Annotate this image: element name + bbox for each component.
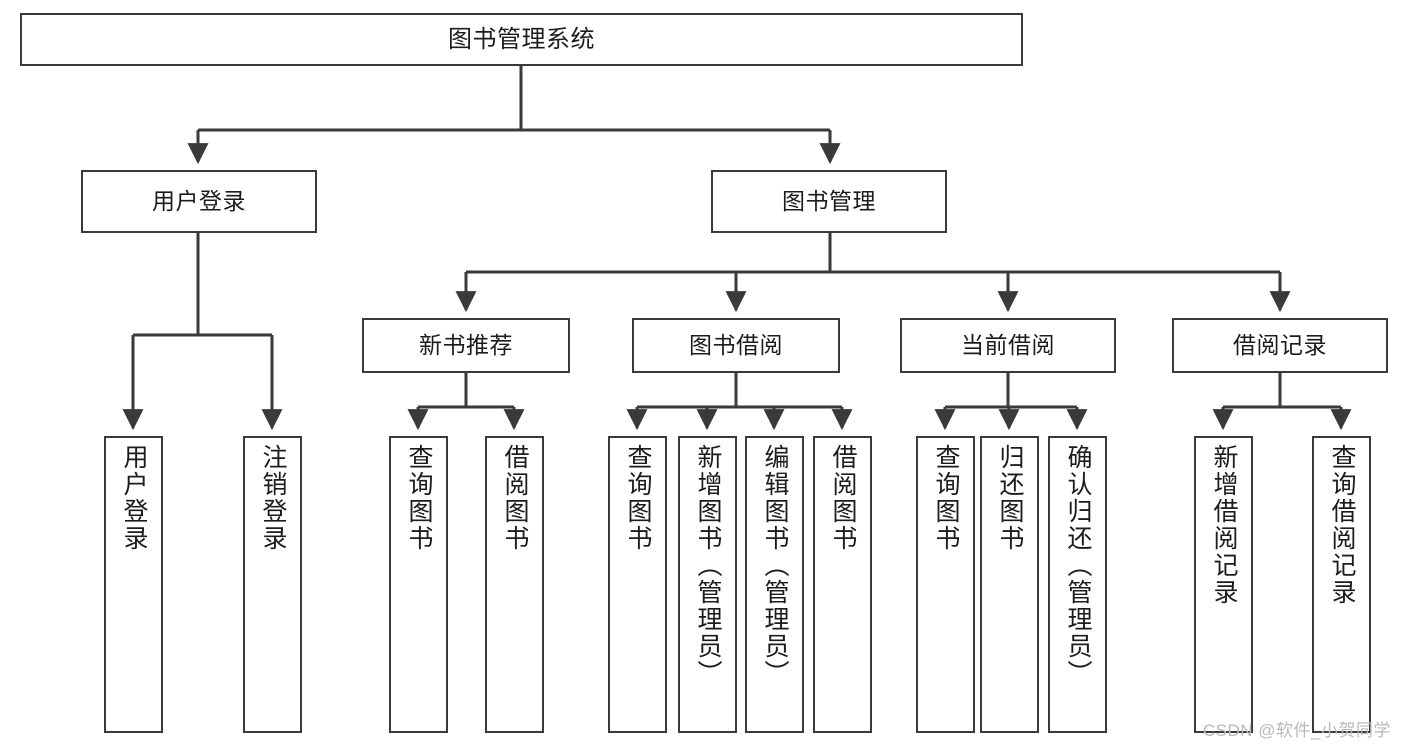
node-label: 图书管理	[782, 188, 876, 215]
node-label: 借阅记录	[1233, 332, 1327, 359]
leaf-borrow-record-query-record[interactable]: 查询借阅记录	[1312, 436, 1371, 733]
node-label: 借阅图书	[829, 444, 857, 552]
node-label: 新增图书（管理员）	[694, 444, 722, 687]
node-label: 查询图书	[932, 444, 960, 552]
node-root-library-system[interactable]: 图书管理系统	[20, 13, 1023, 66]
watermark-text: CSDN @软件_小贺同学	[1202, 721, 1391, 740]
node-label: 查询借阅记录	[1328, 444, 1356, 606]
node-label: 注销登录	[259, 444, 287, 552]
node-borrow-record[interactable]: 借阅记录	[1172, 318, 1388, 373]
leaf-book-borrow-query-book[interactable]: 查询图书	[608, 436, 667, 733]
leaf-book-borrow-edit-book-admin[interactable]: 编辑图书（管理员）	[745, 436, 804, 733]
leaf-new-book-query-book[interactable]: 查询图书	[389, 436, 448, 733]
node-label: 当前借阅	[961, 332, 1055, 359]
leaf-borrow-record-add-record[interactable]: 新增借阅记录	[1194, 436, 1253, 733]
leaf-current-borrow-return-book[interactable]: 归还图书	[980, 436, 1039, 733]
node-label: 图书管理系统	[448, 25, 595, 53]
node-label: 编辑图书（管理员）	[761, 444, 789, 687]
leaf-current-borrow-query-book[interactable]: 查询图书	[916, 436, 975, 733]
leaf-book-borrow-add-book-admin[interactable]: 新增图书（管理员）	[678, 436, 737, 733]
node-user-login[interactable]: 用户登录	[81, 170, 317, 233]
leaf-new-book-borrow-book[interactable]: 借阅图书	[485, 436, 544, 733]
node-label: 归还图书	[996, 444, 1024, 552]
node-label: 用户登录	[152, 188, 246, 215]
leaf-book-borrow-borrow-book[interactable]: 借阅图书	[813, 436, 872, 733]
node-label: 新增借阅记录	[1210, 444, 1238, 606]
node-label: 查询图书	[405, 444, 433, 552]
node-label: 确认归还（管理员）	[1064, 444, 1092, 687]
leaf-current-borrow-confirm-return-admin[interactable]: 确认归还（管理员）	[1048, 436, 1107, 733]
leaf-user-login-logout[interactable]: 注销登录	[243, 436, 302, 733]
leaf-user-login-login[interactable]: 用户登录	[104, 436, 163, 733]
node-label: 用户登录	[120, 444, 148, 552]
node-label: 查询图书	[624, 444, 652, 552]
node-label: 借阅图书	[501, 444, 529, 552]
node-current-borrow[interactable]: 当前借阅	[900, 318, 1116, 373]
node-book-management[interactable]: 图书管理	[711, 170, 947, 233]
node-label: 新书推荐	[419, 332, 513, 359]
node-book-borrow[interactable]: 图书借阅	[632, 318, 840, 373]
node-new-book-recommend[interactable]: 新书推荐	[362, 318, 570, 373]
node-label: 图书借阅	[689, 332, 783, 359]
